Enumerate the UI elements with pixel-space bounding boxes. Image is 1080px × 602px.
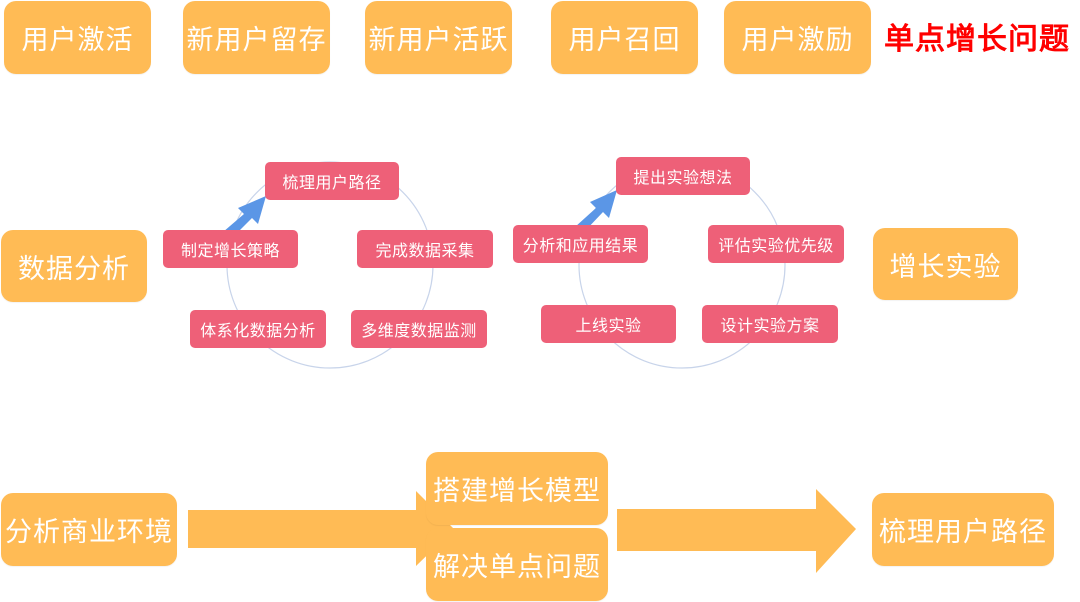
cycle-step: 评估实验优先级 bbox=[708, 225, 844, 263]
step-label: 制定增长策略 bbox=[180, 241, 280, 260]
arrow-up-right-icon bbox=[575, 190, 617, 232]
data-analysis-box: 数据分析 bbox=[1, 230, 147, 302]
step-label: 梳理用户路径 bbox=[282, 173, 382, 192]
cycle-step: 制定增长策略 bbox=[163, 230, 298, 268]
step-label: 评估实验优先级 bbox=[718, 236, 834, 255]
arrow-up-right-icon bbox=[223, 196, 266, 238]
cycle-step: 完成数据采集 bbox=[357, 230, 493, 268]
tag-user-activation: 用户激活 bbox=[4, 1, 151, 74]
cycle-step: 上线实验 bbox=[541, 305, 676, 343]
section-title: 单点增长问题 bbox=[884, 22, 1070, 57]
step-label: 分析和应用结果 bbox=[522, 236, 639, 255]
tag-label: 新用户活跃 bbox=[368, 25, 509, 56]
tag-label: 用户召回 bbox=[568, 25, 681, 56]
flow-middle-bottom-box: 解决单点问题 bbox=[426, 528, 608, 601]
step-label: 多维度数据监测 bbox=[361, 321, 477, 340]
box-label: 搭建增长模型 bbox=[433, 476, 601, 507]
step-label: 设计实验方案 bbox=[720, 316, 820, 335]
arrow-right-icon bbox=[188, 491, 454, 566]
tag-new-user-retention: 新用户留存 bbox=[183, 1, 330, 74]
step-label: 提出实验想法 bbox=[633, 168, 733, 187]
tag-user-incentive: 用户激励 bbox=[724, 1, 871, 74]
flow-middle-top-box: 搭建增长模型 bbox=[426, 452, 608, 525]
growth-experiment-box: 增长实验 bbox=[873, 228, 1018, 300]
step-label: 上线实验 bbox=[575, 316, 642, 335]
box-label: 分析商业环境 bbox=[5, 517, 173, 548]
tag-label: 用户激励 bbox=[741, 25, 854, 56]
cycle-step: 设计实验方案 bbox=[702, 305, 838, 343]
cycle-step: 提出实验想法 bbox=[616, 157, 750, 195]
tag-label: 用户激活 bbox=[21, 25, 134, 56]
cycle-step: 梳理用户路径 bbox=[265, 162, 399, 200]
cycle-step: 多维度数据监测 bbox=[351, 310, 487, 348]
box-label: 梳理用户路径 bbox=[879, 517, 1047, 548]
flow-start-box: 分析商业环境 bbox=[1, 493, 177, 566]
box-label: 增长实验 bbox=[889, 251, 1002, 283]
flow-end-box: 梳理用户路径 bbox=[872, 493, 1054, 566]
step-label: 体系化数据分析 bbox=[200, 321, 316, 340]
tag-user-recall: 用户召回 bbox=[551, 1, 698, 74]
tag-new-user-active: 新用户活跃 bbox=[365, 1, 512, 74]
cycle-step: 分析和应用结果 bbox=[513, 225, 648, 263]
arrow-right-icon bbox=[617, 489, 856, 573]
box-label: 解决单点问题 bbox=[433, 552, 601, 583]
step-label: 完成数据采集 bbox=[375, 241, 475, 260]
tag-label: 新用户留存 bbox=[186, 25, 327, 56]
cycle-step: 体系化数据分析 bbox=[190, 310, 326, 348]
box-label: 数据分析 bbox=[18, 253, 130, 285]
